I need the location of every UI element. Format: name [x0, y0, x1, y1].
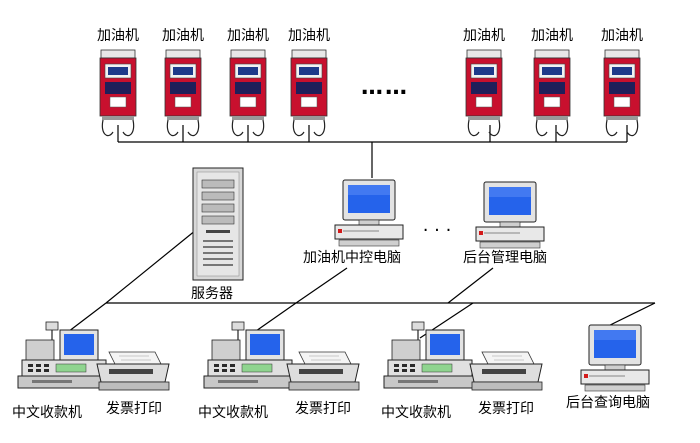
checkout-station: 中文收款机 发票打印 [198, 321, 360, 421]
fuel-pump: 加油机 [227, 28, 269, 137]
desktop-pc-icon [334, 179, 404, 247]
fuel-pump: 加油机 [162, 28, 204, 137]
printer-icon [96, 351, 170, 391]
printer-label: 发票打印 [106, 400, 162, 417]
cash-register-icon [203, 321, 297, 389]
controller-pc-label: 加油机中控电脑 [303, 250, 401, 266]
printer-label: 发票打印 [478, 400, 534, 417]
gap-dots: · · · [423, 220, 452, 241]
pump-label: 加油机 [97, 28, 139, 44]
query-pc: 后台查询电脑 [566, 324, 650, 411]
cash-register-icon [383, 321, 477, 389]
checkout-station: 中文收款机 发票打印 [381, 321, 543, 421]
printer-label: 发票打印 [295, 400, 351, 417]
backoffice-pc-label: 后台管理电脑 [463, 250, 547, 266]
desktop-pc-icon [475, 181, 545, 249]
fuel-pump-icon [99, 49, 137, 137]
pump-label: 加油机 [531, 28, 573, 44]
desktop-pc-icon [580, 324, 650, 392]
fuel-pump-icon [164, 49, 202, 137]
fuel-pump: 加油机 [97, 28, 139, 137]
fuel-pump: 加油机 [601, 28, 643, 137]
pump-label: 加油机 [288, 28, 330, 44]
printer-icon [286, 351, 360, 391]
printer-icon [469, 351, 543, 391]
register-label: 中文收款机 [381, 405, 451, 421]
server-label: 服务器 [191, 286, 233, 302]
fuel-pump-icon [465, 49, 503, 137]
fuel-pump-icon [229, 49, 267, 137]
pump-ellipsis: …… [361, 75, 409, 100]
fuel-pump-icon [533, 49, 571, 137]
pump-label: 加油机 [463, 28, 505, 44]
fuel-pump: 加油机 [463, 28, 505, 137]
controller-pc: 加油机中控电脑 [303, 179, 404, 266]
checkout-station: 中文收款机 发票打印 [12, 321, 170, 421]
connection-lines [59, 125, 656, 339]
cash-register-icon [17, 321, 111, 389]
register-label: 中文收款机 [198, 405, 268, 421]
server-icon [192, 167, 244, 281]
query-pc-label: 后台查询电脑 [566, 395, 650, 411]
fuel-pumps: 加油机 加油机 加油机 加油机 …… 加油机 加油机 加油机 [97, 28, 643, 137]
pump-label: 加油机 [227, 28, 269, 44]
pump-label: 加油机 [162, 28, 204, 44]
pump-label: 加油机 [601, 28, 643, 44]
backoffice-pc: 后台管理电脑 [463, 181, 547, 266]
fuel-pump: 加油机 [531, 28, 573, 137]
server: 服务器 [191, 167, 244, 302]
register-label: 中文收款机 [12, 405, 82, 421]
fuel-pump: 加油机 [288, 28, 330, 137]
fuel-pump-icon [603, 49, 641, 137]
fuel-pump-icon [290, 49, 328, 137]
